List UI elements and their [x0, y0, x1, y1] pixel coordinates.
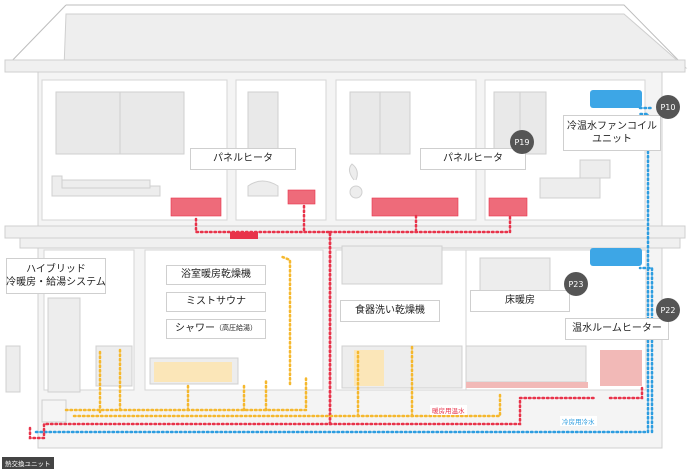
- heat-exchange-box: [41, 399, 67, 423]
- badge-p23: P23: [564, 272, 588, 296]
- label-text: 食器洗い乾燥機: [355, 305, 425, 317]
- upper-furniture: [51, 159, 611, 199]
- label-text: ミストサウナ: [186, 296, 246, 308]
- label-text: シャワー: [175, 323, 215, 335]
- floor-heating-panel: [466, 382, 588, 388]
- upper-windows: [55, 91, 547, 155]
- label-panel-heater-living: パネルヒータ: [420, 148, 526, 170]
- label-hybrid-system: ハイブリッド 冷暖房・給湯システム: [6, 258, 106, 294]
- room-heater-unit: [600, 350, 642, 386]
- label-note: （高圧給湯）: [215, 324, 257, 333]
- tag-heating-water: 暖房用温水: [430, 405, 467, 415]
- radiator-bedroom: [170, 197, 222, 217]
- label-panel-heater-bedroom: パネルヒータ: [190, 148, 296, 170]
- label-text: 浴室暖房乾燥機: [181, 269, 251, 281]
- label-text: パネルヒータ: [443, 153, 503, 165]
- label-line: ユニット: [592, 134, 632, 145]
- ac-units: [590, 90, 642, 266]
- label-room-heater: 温水ルームヒーター: [565, 318, 669, 340]
- label-dishwasher: 食器洗い乾燥機: [340, 300, 440, 322]
- tag-cooling-water: 冷房用冷水: [560, 416, 597, 426]
- label-bathroom-dryer: 浴室暖房乾燥機: [166, 265, 266, 285]
- label-floor-heating: 床暖房: [470, 290, 570, 312]
- hot-water-pipes: [64, 254, 502, 418]
- label-text: 温水ルームヒーター: [572, 323, 662, 335]
- badge-p22: P22: [656, 298, 680, 322]
- radiator-toilet: [287, 189, 316, 205]
- label-line: 冷温水ファンコイル: [567, 120, 657, 132]
- label-line: 冷暖房・給湯システム: [6, 277, 106, 288]
- cooling-pipes: [34, 106, 654, 434]
- bathtub: [154, 362, 232, 382]
- label-text: 床暖房: [505, 295, 535, 307]
- label-text: パネルヒータ: [213, 153, 273, 165]
- label-line: ハイブリッド: [26, 263, 86, 275]
- heating-manifold: [230, 232, 258, 239]
- label-fan-coil-unit: 冷温水ファンコイル ユニット: [563, 115, 661, 151]
- radiator-living: [371, 197, 459, 217]
- radiator-study: [488, 197, 528, 217]
- badge-p10: P10: [656, 95, 680, 119]
- heat-exchange-unit-label: 熱交換ユニット: [2, 457, 54, 469]
- radiators: [170, 189, 528, 217]
- heating-pipes: [28, 204, 644, 440]
- fan-coil-unit-upper: [590, 90, 642, 108]
- fan-coil-unit-lower: [590, 248, 642, 266]
- badge-p19: P19: [510, 130, 534, 154]
- label-shower: シャワー（高圧給湯）: [166, 319, 266, 339]
- label-mist-sauna: ミストサウナ: [166, 292, 266, 312]
